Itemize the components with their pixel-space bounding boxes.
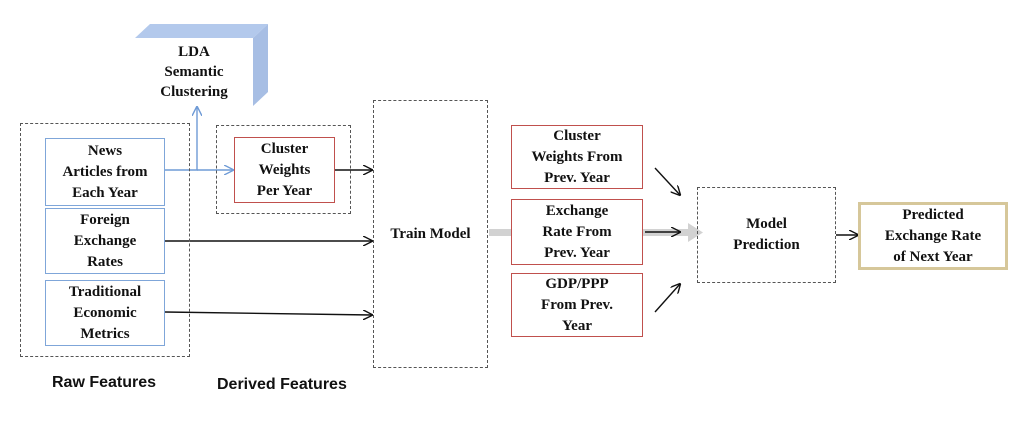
cluster-weights-box: Cluster Weights Per Year: [234, 137, 335, 203]
foreign-exchange-text: Foreign Exchange Rates: [73, 211, 137, 270]
arrow-gdp-to-pred: [654, 284, 680, 313]
predicted-rate-text: Predicted Exchange Rate of Next Year: [884, 206, 982, 265]
train-model-text: Train Model: [390, 225, 471, 242]
derived-features-caption: Derived Features: [217, 376, 347, 393]
economic-metrics-box: Traditional Economic Metrics: [45, 280, 165, 346]
arrow-econ-to-train: [164, 312, 372, 315]
predicted-rate-box: Predicted Exchange Rate of Next Year: [858, 202, 1008, 270]
prev-cluster-weights-text: Cluster Weights From Prev. Year: [531, 127, 623, 186]
prev-exchange-rate-text: Exchange Rate From Prev. Year: [542, 202, 612, 261]
news-articles-box: News Articles from Each Year: [45, 138, 165, 206]
prev-gdp-text: GDP/PPP From Prev. Year: [541, 275, 613, 334]
cluster-weights-text: Cluster Weights Per Year: [256, 140, 313, 199]
model-prediction-box: Model Prediction: [697, 187, 836, 283]
arrow-prevcluster-to-pred: [654, 167, 680, 195]
lda-label: LDA Semantic Clustering: [135, 38, 253, 106]
model-prediction-text: Model Prediction: [733, 216, 800, 253]
lda-text: LDA Semantic Clustering: [160, 44, 228, 100]
prev-cluster-weights-box: Cluster Weights From Prev. Year: [511, 125, 643, 189]
economic-metrics-text: Traditional Economic Metrics: [68, 283, 142, 342]
derived-features-group: [216, 125, 351, 214]
prev-gdp-box: GDP/PPP From Prev. Year: [511, 273, 643, 337]
foreign-exchange-box: Foreign Exchange Rates: [45, 208, 165, 274]
train-model-box: Train Model: [373, 100, 488, 368]
raw-features-caption: Raw Features: [52, 374, 157, 391]
prev-exchange-rate-box: Exchange Rate From Prev. Year: [511, 199, 643, 265]
raw-features-group: [20, 123, 190, 357]
pipeline-head: [688, 223, 703, 242]
news-articles-text: News Articles from Each Year: [62, 142, 148, 201]
